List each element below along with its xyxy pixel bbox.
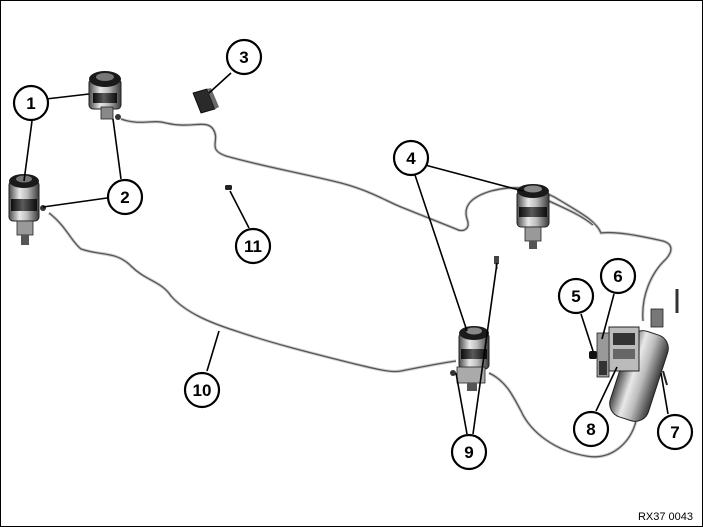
callout-label: 5 <box>571 287 580 306</box>
leader-lines <box>23 72 669 435</box>
callout-1: 1 <box>12 84 50 122</box>
callout-3: 3 <box>225 38 263 76</box>
callout-label: 10 <box>193 381 212 400</box>
callout-label: 3 <box>239 48 248 67</box>
callout-6: 6 <box>599 257 637 295</box>
callout-7: 7 <box>656 413 694 451</box>
bracket-part <box>589 332 610 378</box>
callout-label: 11 <box>244 237 262 256</box>
callout-10: 10 <box>183 371 221 409</box>
callout-4: 4 <box>392 139 430 177</box>
callout-label: 9 <box>464 443 473 462</box>
callout-label: 2 <box>120 188 129 207</box>
callout-label: 4 <box>406 149 416 168</box>
callout-5: 5 <box>557 277 595 315</box>
air-spring-strut-front-upper <box>88 71 122 120</box>
callout-11: 11 <box>234 227 272 265</box>
callout-8: 8 <box>572 410 610 448</box>
callout-label: 1 <box>26 94 35 113</box>
reference-code: RX37 0043 <box>638 511 693 523</box>
air-spring-strut-front-lower <box>8 174 46 245</box>
callout-9: 9 <box>450 433 488 471</box>
callout-label: 8 <box>586 420 595 439</box>
callout-label: 7 <box>670 423 679 442</box>
control-unit <box>192 88 219 114</box>
sensor-part <box>225 185 232 190</box>
air-line <box>48 117 673 459</box>
air-spring-rear-upper <box>516 184 550 249</box>
callout-label: 6 <box>613 267 622 286</box>
compressor-unit <box>608 289 679 422</box>
callout-2: 2 <box>106 178 144 216</box>
